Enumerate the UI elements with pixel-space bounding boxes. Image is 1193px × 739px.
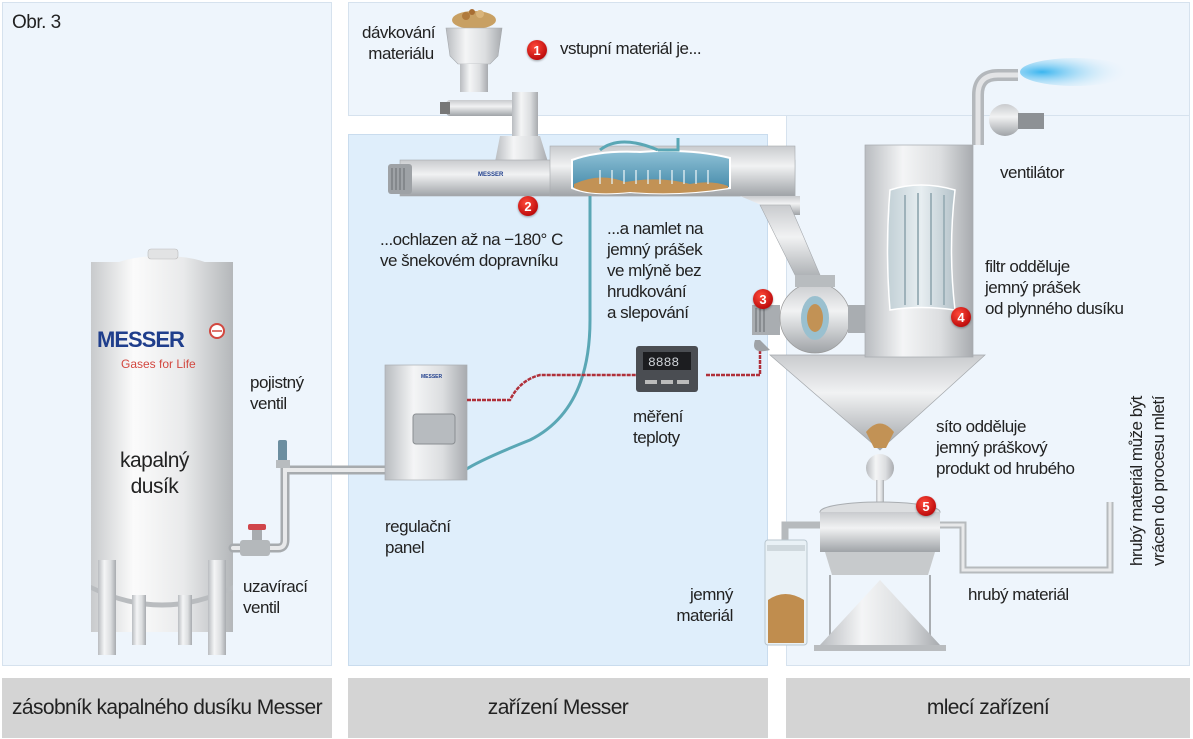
signal-cable bbox=[467, 350, 762, 402]
label-step4: filtr odděluje jemný prášek od plynného … bbox=[985, 257, 1124, 318]
tank-brand-logo: MESSER bbox=[97, 327, 185, 352]
label-fan: ventilátor bbox=[1000, 163, 1064, 182]
label-safety-valve: pojistný ventil bbox=[250, 373, 304, 413]
tank-brand-slogan: Gases for Life bbox=[121, 357, 196, 371]
label-fine-material: jemný materiál bbox=[676, 585, 733, 625]
step-badge-2: 2 bbox=[518, 196, 538, 216]
nitrogen-tank bbox=[91, 248, 233, 655]
step-badge-1: 1 bbox=[527, 40, 547, 60]
nitrogen-feed-line bbox=[599, 138, 680, 152]
label-step1: vstupní materiál je... bbox=[560, 39, 702, 58]
label-step3: ...a namlet na jemný prášek ve mlýně bez… bbox=[607, 219, 704, 322]
coarse-material-pipe bbox=[940, 502, 1114, 574]
step-badge-4: 4 bbox=[951, 307, 971, 327]
mill bbox=[752, 275, 880, 354]
thermometer-display: 8888 bbox=[636, 346, 698, 392]
label-shutoff-valve: uzavírací ventil bbox=[243, 577, 308, 617]
nitrogen-supply-pipe bbox=[228, 465, 400, 553]
svg-text:MESSER: MESSER bbox=[421, 374, 443, 380]
label-step5: síto odděluje jemný práškový produkt od … bbox=[936, 417, 1075, 478]
control-panel: MESSER bbox=[384, 364, 468, 481]
chute-to-mill bbox=[759, 204, 821, 286]
safety-valve-icon bbox=[276, 440, 290, 468]
step-badge-5: 5 bbox=[916, 496, 936, 516]
label-dosing: dávkování materiálu bbox=[362, 23, 436, 63]
footer-tank-section: zásobník kapalného dusíku Messer bbox=[2, 678, 332, 738]
footer-mill-equipment: mlecí zařízení bbox=[786, 678, 1190, 738]
nitrogen-line-to-panel bbox=[464, 196, 592, 472]
label-coarse-material: hrubý materiál bbox=[968, 585, 1069, 604]
screw-conveyor-cooler: MESSER bbox=[388, 136, 800, 215]
fan bbox=[972, 58, 1130, 145]
footer-messer-equipment: zařízení Messer bbox=[348, 678, 768, 738]
svg-text:8888: 8888 bbox=[648, 355, 679, 370]
step-badge-3: 3 bbox=[753, 289, 773, 309]
sieve bbox=[814, 501, 946, 651]
fine-material-jar bbox=[764, 539, 808, 646]
svg-text:MESSER: MESSER bbox=[478, 172, 504, 178]
filter-housing bbox=[864, 144, 974, 358]
label-control-panel: regulační panel bbox=[385, 517, 451, 557]
label-temperature: měření teploty bbox=[633, 407, 683, 447]
label-tank-contents: kapalný dusík bbox=[120, 449, 189, 498]
shutoff-valve-icon bbox=[240, 524, 270, 556]
dosing-hopper bbox=[440, 9, 538, 136]
label-step2: ...ochlazen až na −180° C ve šnekovém do… bbox=[380, 230, 563, 270]
figure-label: Obr. 3 bbox=[12, 12, 61, 33]
label-coarse-return: hrubý materiál může být vrácen do proces… bbox=[1127, 396, 1168, 566]
